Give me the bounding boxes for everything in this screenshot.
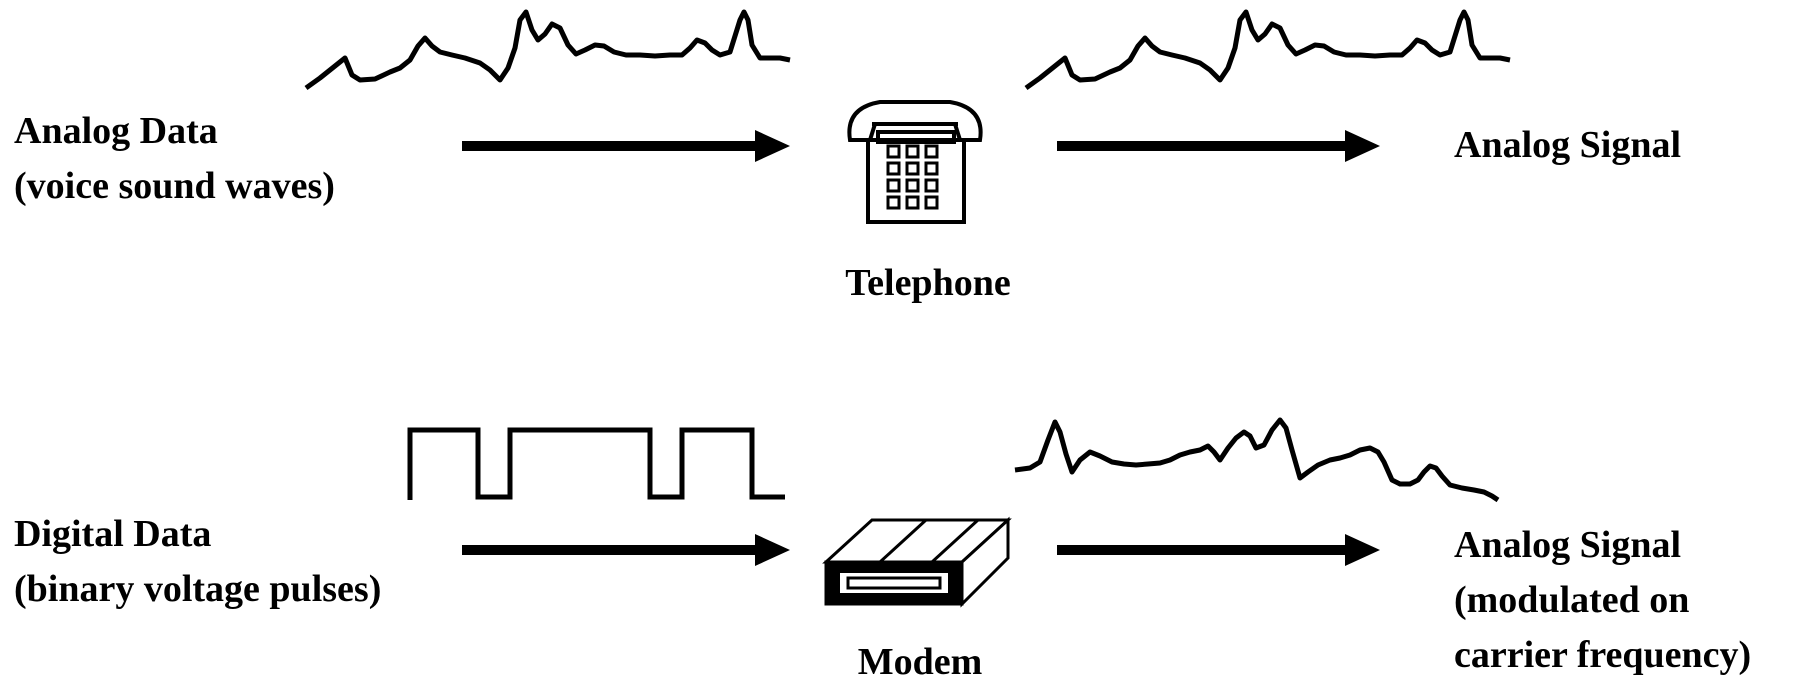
arrow-input-to-telephone [462,130,790,162]
arrow-input-to-modem [462,534,790,566]
arrow-modem-to-output [1057,534,1380,566]
digital-data-label: Digital Data (binary voltage pulses) [14,507,381,617]
digital-data-pulses [407,427,785,500]
telephone-icon [847,100,983,224]
analog-signal-label: Analog Signal [1454,118,1681,173]
modem-label: Modem [857,641,983,683]
modulated-analog-signal-label-line2: (modulated on [1454,579,1690,621]
telephone-label: Telephone [845,262,1011,304]
analog-data-label-line2: (voice sound waves) [14,165,335,207]
digital-data-label-line2: (binary voltage pulses) [14,568,382,610]
digital-data-label-line1: Digital Data [14,513,212,555]
analog-data-label: Analog Data (voice sound waves) [14,104,335,214]
analog-data-label-line1: Analog Data [14,110,218,152]
analog-signal-waveform [1024,9,1511,91]
modulated-analog-waveform [1014,417,1500,503]
modulated-analog-signal-label-line1: Analog Signal [1454,524,1682,566]
modulated-analog-signal-label-line3: carrier frequency) [1454,634,1752,676]
analog-data-waveform [304,9,791,91]
analog-signal-label-line1: Analog Signal [1454,124,1682,166]
modem-icon [822,516,1012,608]
modulated-analog-signal-label: Analog Signal (modulated on carrier freq… [1454,518,1751,683]
arrow-telephone-to-output [1057,130,1380,162]
